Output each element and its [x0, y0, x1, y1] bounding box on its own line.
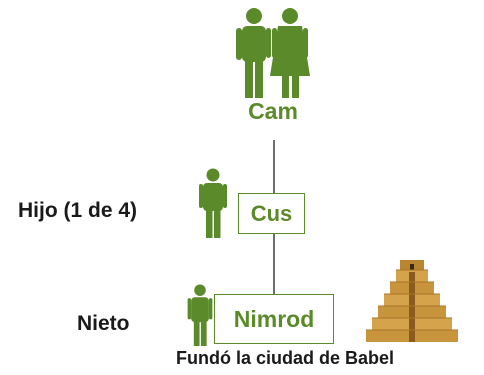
ziggurat-tower-icon — [366, 260, 458, 342]
node-grandson-box: Nimrod — [214, 294, 334, 344]
node-parents-label: Cam — [248, 98, 298, 124]
man-icon — [187, 284, 213, 346]
couple-icon — [236, 8, 310, 98]
node-son-box: Cus — [238, 193, 305, 234]
node-grandson-label: Nimrod — [233, 305, 315, 332]
node-son-role: Hijo (1 de 4) — [18, 199, 138, 222]
node-grandson-note: Fundó la ciudad de Babel — [176, 348, 395, 368]
man-icon — [199, 168, 227, 238]
edge-son-grandson — [273, 234, 275, 294]
edge-parents-son — [273, 140, 275, 193]
node-son-label: Cus — [250, 200, 293, 226]
node-grandson-role: Nieto — [77, 312, 130, 335]
